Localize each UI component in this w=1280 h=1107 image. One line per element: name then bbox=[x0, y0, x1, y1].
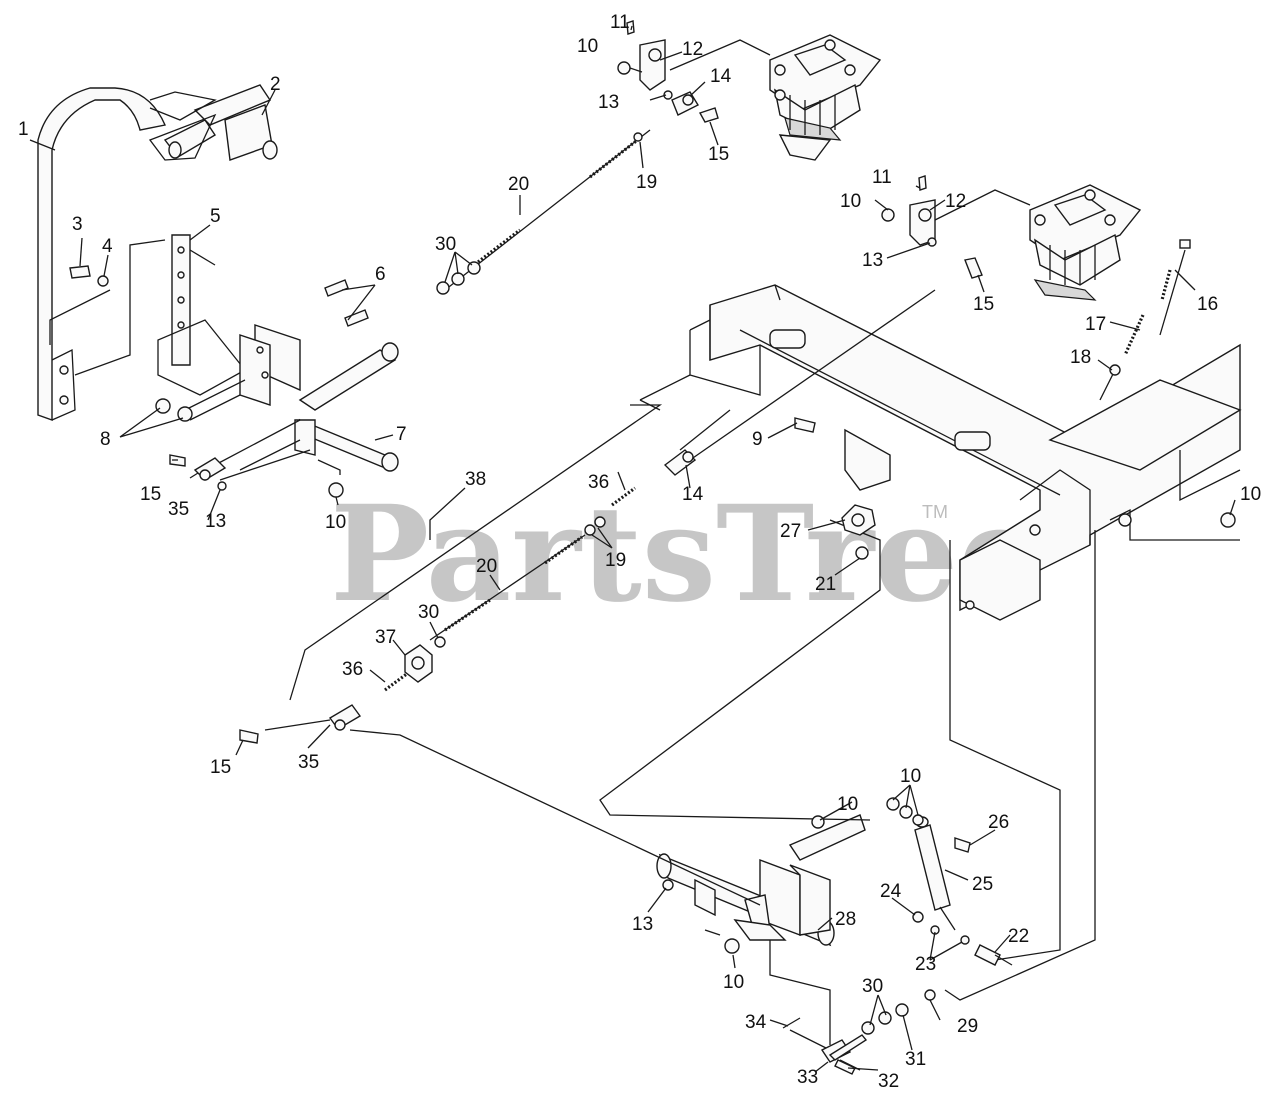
callout-10: 10 bbox=[900, 766, 921, 787]
hydraulic-pump-lower bbox=[1029, 184, 1142, 301]
handle-assembly bbox=[37, 84, 278, 421]
callout-28: 28 bbox=[835, 909, 856, 930]
callout-15: 15 bbox=[210, 757, 231, 778]
callout-7: 7 bbox=[396, 424, 407, 445]
callout-24: 24 bbox=[880, 881, 902, 902]
callout-34: 34 bbox=[745, 1012, 767, 1033]
callout-4: 4 bbox=[102, 236, 113, 257]
callout-18: 18 bbox=[1070, 347, 1091, 368]
callout-10: 10 bbox=[840, 191, 861, 212]
callout-10: 10 bbox=[577, 36, 598, 57]
lower-control-assembly bbox=[656, 814, 866, 947]
callout-1: 1 bbox=[18, 119, 29, 140]
callout-13: 13 bbox=[205, 511, 226, 532]
callout-2: 2 bbox=[270, 74, 281, 95]
callout-9: 9 bbox=[752, 429, 763, 450]
callout-23: 23 bbox=[915, 954, 936, 975]
callout-3: 3 bbox=[72, 214, 83, 235]
callout-16: 16 bbox=[1197, 294, 1218, 315]
callout-20: 20 bbox=[508, 174, 529, 195]
callout-15: 15 bbox=[973, 294, 994, 315]
callout-10: 10 bbox=[837, 794, 858, 815]
watermark-trademark: TM bbox=[922, 502, 948, 522]
callout-21: 21 bbox=[815, 574, 836, 595]
callout-5: 5 bbox=[210, 206, 221, 227]
callout-25: 25 bbox=[972, 874, 993, 895]
callout-30: 30 bbox=[418, 602, 439, 623]
callout-10: 10 bbox=[325, 512, 346, 533]
callout-36: 36 bbox=[342, 659, 363, 680]
callout-15: 15 bbox=[140, 484, 161, 505]
callout-31: 31 bbox=[905, 1049, 926, 1070]
pump-arm-upper bbox=[639, 39, 666, 91]
callout-37: 37 bbox=[375, 627, 396, 648]
control-rod-upper bbox=[444, 129, 651, 291]
callout-10: 10 bbox=[723, 972, 744, 993]
callout-13: 13 bbox=[862, 250, 883, 271]
callout-8: 8 bbox=[100, 429, 111, 450]
callout-35: 35 bbox=[168, 499, 189, 520]
callouts: 1 2 3 4 5 6 7 8 9 10 10 10 10 10 10 10 1… bbox=[18, 12, 1261, 1092]
bracket-5 bbox=[157, 234, 246, 396]
callout-11: 11 bbox=[872, 167, 892, 188]
hydraulic-pump-upper bbox=[769, 34, 882, 161]
callout-29: 29 bbox=[957, 1016, 978, 1037]
assembly-lines bbox=[49, 39, 1116, 1071]
callout-26: 26 bbox=[988, 812, 1009, 833]
callout-30: 30 bbox=[862, 976, 883, 997]
callout-14: 14 bbox=[710, 66, 732, 87]
callout-20: 20 bbox=[476, 556, 497, 577]
callout-30: 30 bbox=[435, 234, 456, 255]
callout-13: 13 bbox=[632, 914, 653, 935]
callout-15: 15 bbox=[708, 144, 729, 165]
callout-33: 33 bbox=[797, 1067, 818, 1088]
callout-19: 19 bbox=[605, 550, 626, 571]
callout-19: 19 bbox=[636, 172, 657, 193]
callout-36: 36 bbox=[588, 472, 609, 493]
leader-lines bbox=[29, 25, 1236, 1073]
callout-12: 12 bbox=[682, 39, 703, 60]
hardware bbox=[69, 20, 1236, 1075]
callout-14: 14 bbox=[682, 484, 704, 505]
frame bbox=[639, 284, 1242, 621]
callout-12: 12 bbox=[945, 191, 966, 212]
control-rod-lower bbox=[429, 534, 586, 641]
callout-11: 11 bbox=[610, 12, 630, 33]
control-mount bbox=[239, 324, 399, 475]
callout-35: 35 bbox=[298, 752, 319, 773]
callout-27: 27 bbox=[780, 521, 801, 542]
callout-10: 10 bbox=[1240, 484, 1261, 505]
callout-13: 13 bbox=[598, 92, 619, 113]
callout-17: 17 bbox=[1085, 314, 1106, 335]
callout-32: 32 bbox=[878, 1071, 899, 1092]
callout-6: 6 bbox=[375, 264, 386, 285]
callout-38: 38 bbox=[465, 469, 486, 490]
callout-22: 22 bbox=[1008, 926, 1029, 947]
